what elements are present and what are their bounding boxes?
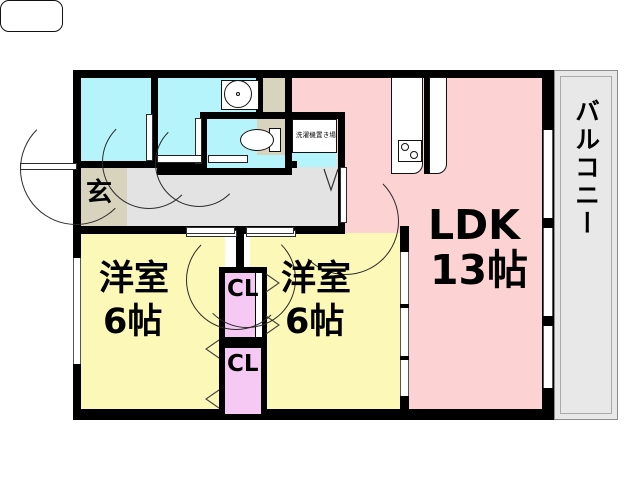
bedroom-left-door-swing xyxy=(186,230,286,330)
wall-hall-ldk xyxy=(285,112,292,162)
washer-space-label: 洗濯機置き場 xyxy=(295,131,337,139)
window-left-bedroom xyxy=(73,258,81,364)
wall-toilet-top xyxy=(200,112,292,119)
wall-bottom-outer xyxy=(73,409,554,420)
window-ldk-balcony-mid xyxy=(543,228,553,316)
window-bedroom-ldk-mid xyxy=(400,308,409,356)
vanity-threshold xyxy=(157,155,202,163)
stove-burner-1-icon xyxy=(401,143,409,151)
toilet-threshold xyxy=(208,155,248,163)
bedroom-left-threshold xyxy=(186,227,235,234)
wall-washer-top xyxy=(285,112,345,119)
wall-vanity-right xyxy=(256,70,263,118)
bedroom-right-label: 洋室 xyxy=(281,259,352,299)
bedroom-right-size-label: 6帖 xyxy=(285,302,345,342)
bedroom-left-label: 洋室 xyxy=(99,259,170,299)
closet-lower-chevron-left xyxy=(205,339,220,409)
bedroom-right-door-swing xyxy=(198,230,296,328)
closet-lower-label: CL xyxy=(227,351,259,377)
balcony-label: バルコニー xyxy=(571,98,601,238)
bedroom-right-threshold xyxy=(246,227,294,234)
wall-washer-bottom xyxy=(285,161,297,168)
kitchen-divider xyxy=(424,77,429,174)
bathtub-icon xyxy=(0,0,63,32)
genkan-label: 玄 xyxy=(86,178,113,208)
washer-space-box xyxy=(292,119,337,153)
hallway-entry-chevron xyxy=(323,168,339,192)
bedroom-left-size-label: 6帖 xyxy=(103,302,163,342)
toilet-bowl-icon xyxy=(240,129,274,151)
entrance-door-swing xyxy=(20,113,132,225)
bathroom-door-swing xyxy=(102,115,196,209)
washbasin-drain-icon xyxy=(236,92,240,96)
balcony-inner-edge xyxy=(560,76,612,414)
wall-left-outer xyxy=(73,70,81,420)
room-balcony xyxy=(554,70,618,420)
ldk-label: LDK xyxy=(428,201,520,249)
window-ldk-balcony-upper xyxy=(543,130,553,218)
window-bedroom-ldk-upper xyxy=(400,252,409,304)
stove-burner-2-icon xyxy=(410,151,418,159)
window-ldk-balcony-lower xyxy=(543,326,553,388)
vanity-door-swing xyxy=(155,119,243,207)
ldk-door-swing xyxy=(292,168,399,275)
window-bedroom-ldk-lower xyxy=(400,360,409,396)
wall-top-outer xyxy=(73,70,554,78)
closet-lower xyxy=(225,348,261,414)
ldk-size-label: 13帖 xyxy=(430,246,529,294)
refrigerator-space-icon xyxy=(429,77,447,174)
washer-niche-fill xyxy=(289,153,337,167)
washbasin-bowl-icon xyxy=(224,80,252,108)
